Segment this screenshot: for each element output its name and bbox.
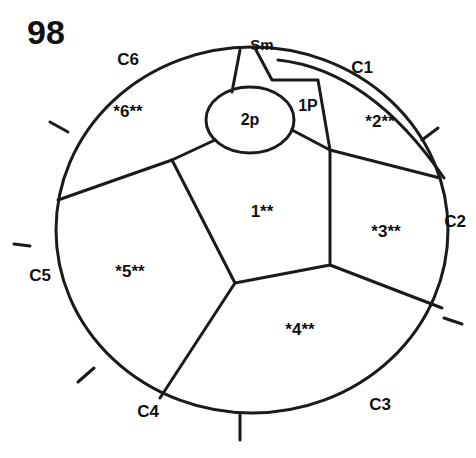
scale-region: *5** — [111, 260, 148, 284]
scale-code: C5 — [29, 266, 51, 286]
scale-label: 1P — [298, 97, 318, 114]
scale-label: 1** — [251, 202, 274, 221]
scale-region: *3** — [367, 220, 404, 244]
scale-code: C3 — [369, 395, 391, 415]
tick-mark — [14, 122, 462, 440]
shell-outline — [56, 47, 448, 413]
figure-number: 98 — [27, 13, 65, 52]
scale-label: *2** — [365, 112, 394, 131]
scale-label: *3** — [371, 222, 400, 241]
scale-code: C2 — [444, 212, 466, 232]
seam — [256, 50, 330, 150]
seam — [292, 130, 330, 150]
scale-label: *6** — [113, 102, 142, 121]
scale-label: *4** — [285, 320, 314, 339]
seam — [232, 50, 240, 92]
scale-code: C6 — [117, 50, 139, 70]
scale-region: 1P — [294, 94, 322, 118]
seam — [172, 150, 440, 283]
seam — [58, 140, 215, 200]
scale-code: Sm — [250, 36, 273, 53]
seam — [160, 283, 235, 398]
scale-code: C4 — [137, 402, 159, 422]
scale-region: 2p — [237, 108, 264, 132]
scale-label: 2p — [241, 111, 260, 128]
scale-region: *6** — [109, 100, 146, 124]
scale-region: 1** — [247, 200, 278, 224]
scale-outline — [206, 87, 294, 153]
seam — [330, 265, 442, 308]
scale-code: C1 — [351, 58, 373, 78]
seam — [278, 60, 444, 178]
scale-region: *2** — [361, 110, 398, 134]
scale-region: *4** — [281, 318, 318, 342]
scale-label: *5** — [115, 262, 144, 281]
